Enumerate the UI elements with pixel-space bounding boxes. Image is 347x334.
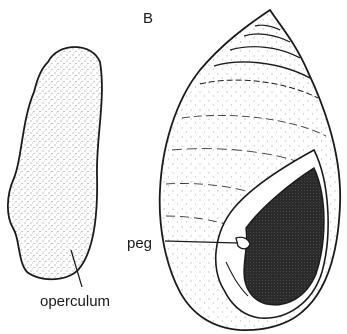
panel-label: B [143, 10, 153, 27]
operculum-label: operculum [40, 293, 110, 310]
operculum-drawing [8, 47, 102, 279]
shell-drawing [160, 10, 340, 330]
peg-label: peg [127, 235, 152, 252]
